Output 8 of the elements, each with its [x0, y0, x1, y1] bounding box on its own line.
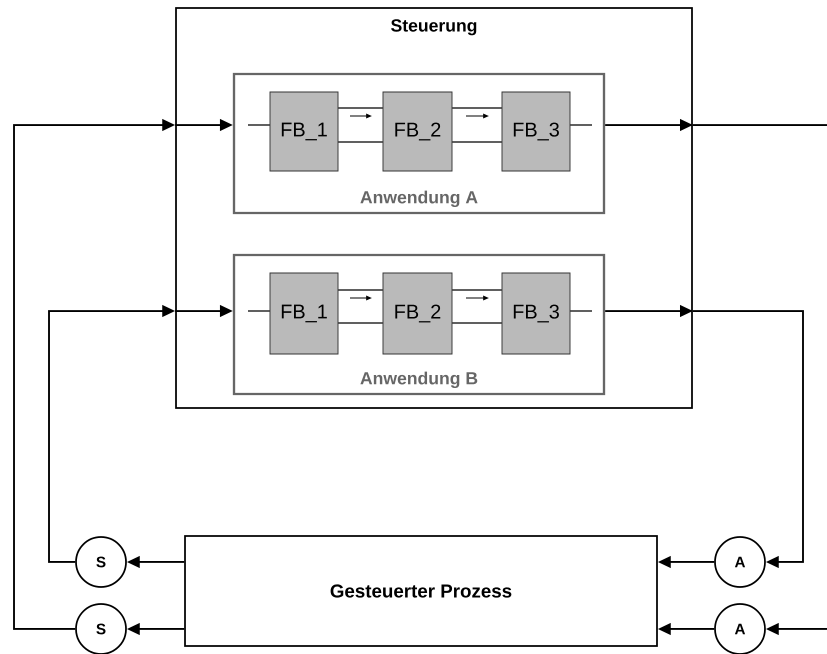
function-block: FB_2	[382, 272, 452, 354]
function-block: FB_1	[270, 92, 338, 172]
function-block: FB_3	[502, 272, 570, 354]
process-box: Gesteuerter Prozess	[184, 535, 658, 647]
function-block: FB_3	[502, 92, 570, 172]
arrow	[692, 310, 804, 568]
function-block: FB_1	[270, 272, 338, 354]
function-block: FB_2	[382, 92, 452, 172]
